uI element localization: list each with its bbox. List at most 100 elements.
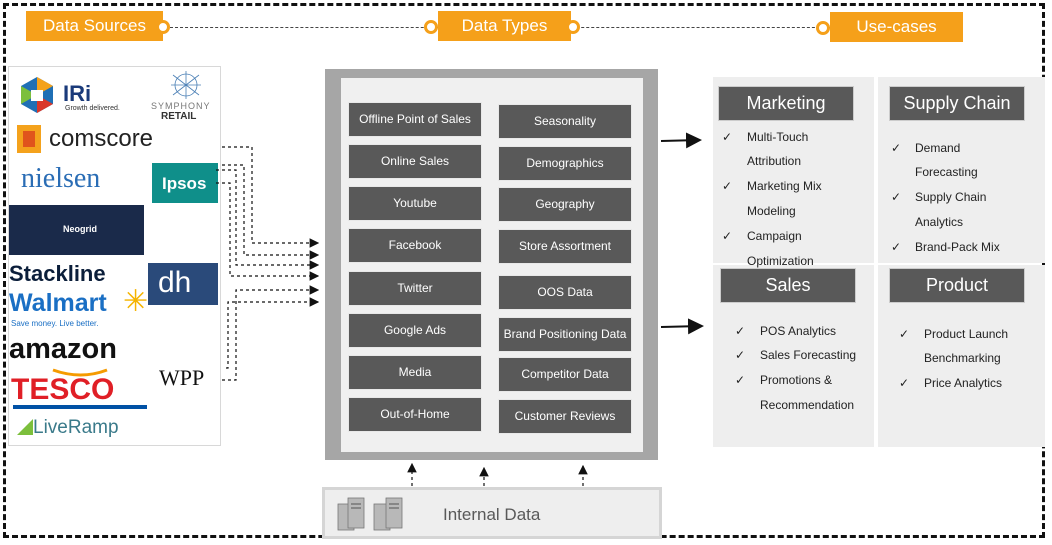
- data-types-tag: Data Types: [438, 11, 571, 41]
- internal-data-label: Internal Data: [443, 505, 541, 524]
- use-case-item: Marketing Mix: [747, 179, 822, 193]
- use-case-item: Product Launch: [924, 327, 1009, 341]
- check-icon: ✓: [899, 327, 910, 341]
- supply-chain-title: Supply Chain: [889, 86, 1025, 121]
- sales-title-text: Sales: [765, 275, 811, 295]
- data-type-label: Youtube: [393, 196, 437, 210]
- output-arrow-bottom: [660, 318, 704, 335]
- nielsen-logo: nielsen: [21, 163, 101, 194]
- data-type-geography: Geography: [498, 187, 632, 222]
- data-type-label: Twitter: [397, 281, 433, 295]
- stackline-logo: Stackline: [9, 261, 106, 286]
- check-icon: ✓: [891, 190, 902, 204]
- data-type-label: OOS Data: [537, 285, 593, 299]
- tesco-logo: TESCO: [11, 373, 115, 406]
- use-case-item: Supply Chain: [915, 190, 987, 204]
- walmart-tagline: Save money. Live better.: [11, 319, 99, 328]
- neogrid-logo: Neogrid: [9, 205, 144, 255]
- check-icon: ✓: [735, 348, 746, 362]
- ipsos-text: Ipsos: [162, 174, 207, 193]
- data-type-offline-pos: Offline Point of Sales: [348, 102, 482, 137]
- data-type-demographics: Demographics: [498, 146, 632, 181]
- dh-text: dh: [158, 266, 192, 299]
- data-type-brand-positioning: Brand Positioning Data: [498, 317, 632, 352]
- data-type-label: Store Assortment: [518, 239, 612, 253]
- walmart-spark-icon: ✳: [123, 285, 149, 318]
- data-type-oos-data: OOS Data: [498, 275, 632, 310]
- use-case-item: Attribution: [747, 154, 802, 168]
- check-icon: ✓: [722, 130, 733, 144]
- liveramp-icon: [15, 417, 35, 442]
- data-type-label: Demographics: [526, 156, 604, 170]
- server-icon: [334, 494, 414, 539]
- data-type-facebook: Facebook: [348, 228, 482, 263]
- use-case-item: Sales Forecasting: [760, 348, 857, 362]
- symphony-network-icon: [169, 69, 203, 106]
- use-case-item: Brand-Pack Mix: [915, 240, 1000, 254]
- data-type-label: Online Sales: [380, 154, 450, 168]
- data-type-out-of-home: Out-of-Home: [348, 397, 482, 432]
- data-type-media: Media: [348, 355, 482, 390]
- iri-logo-icon: [17, 75, 57, 115]
- data-type-twitter: Twitter: [348, 271, 482, 306]
- data-type-label: Competitor Data: [521, 367, 609, 381]
- source-arrow: [216, 182, 320, 281]
- data-type-label: Media: [398, 365, 432, 379]
- data-type-youtube: Youtube: [348, 186, 482, 221]
- use-case-item: Demand: [915, 141, 961, 155]
- data-type-online-sales: Online Sales: [348, 144, 482, 179]
- use-case-item: Price Analytics: [924, 376, 1003, 390]
- comscore-icon-inner: [23, 131, 35, 147]
- source-arrow: [222, 146, 320, 248]
- use-case-item: Forecasting: [915, 165, 978, 179]
- iri-logo-text: IRi: [63, 81, 92, 106]
- data-type-label: Offline Point of Sales: [359, 112, 471, 126]
- check-icon: ✓: [735, 373, 746, 387]
- symphony-retail-text: RETAIL: [161, 111, 197, 122]
- data-type-label: Out-of-Home: [380, 407, 450, 421]
- wpp-logo: WPP: [159, 365, 205, 390]
- use-case-item: Modeling: [747, 204, 796, 218]
- data-type-label: Google Ads: [383, 323, 447, 337]
- data-sources-tag: Data Sources: [26, 11, 163, 41]
- data-types-label: Data Types: [461, 16, 548, 35]
- use-case-item: Benchmarking: [924, 351, 1001, 365]
- use-case-item: POS Analytics: [760, 324, 837, 338]
- comscore-logo: comscore: [49, 125, 154, 152]
- check-icon: ✓: [722, 179, 733, 193]
- check-icon: ✓: [899, 376, 910, 390]
- symphony-text: SYMPHONY: [151, 101, 211, 111]
- data-sources-label: Data Sources: [43, 16, 146, 35]
- source-arrow: [222, 285, 320, 381]
- check-icon: ✓: [722, 229, 733, 243]
- amazon-logo: amazon: [9, 333, 117, 365]
- data-type-label: Brand Positioning Data: [503, 327, 627, 341]
- product-title: Product: [889, 268, 1025, 303]
- data-types-dot-right: [566, 20, 580, 34]
- use-case-item: Optimization: [747, 254, 814, 268]
- source-arrow: [226, 297, 320, 369]
- data-type-google-ads: Google Ads: [348, 313, 482, 348]
- tesco-stripes: [13, 405, 147, 409]
- use-cases-tag: Use-cases: [830, 12, 963, 42]
- data-type-label: Seasonality: [533, 114, 597, 128]
- marketing-title: Marketing: [718, 86, 854, 121]
- use-case-item: Promotions &: [760, 373, 833, 387]
- data-type-competitor-data: Competitor Data: [498, 357, 632, 392]
- data-types-dot-left: [424, 20, 438, 34]
- walmart-logo: Walmart: [9, 289, 107, 317]
- amazon-smile-icon: [51, 365, 111, 383]
- data-type-seasonality: Seasonality: [498, 104, 632, 139]
- ipsos-logo: Ipsos: [152, 163, 218, 203]
- sales-title: Sales: [720, 268, 856, 303]
- output-arrow-top: [660, 132, 702, 149]
- source-arrow: [216, 169, 320, 270]
- use-cases-label: Use-cases: [856, 17, 937, 36]
- use-case-item: Multi-Touch: [747, 130, 809, 144]
- data-type-label: Customer Reviews: [514, 409, 616, 423]
- dh-logo: dh: [148, 263, 218, 305]
- use-case-item: Recommendation: [760, 398, 855, 412]
- data-type-label: Geography: [535, 197, 595, 211]
- data-type-label: Facebook: [388, 238, 442, 252]
